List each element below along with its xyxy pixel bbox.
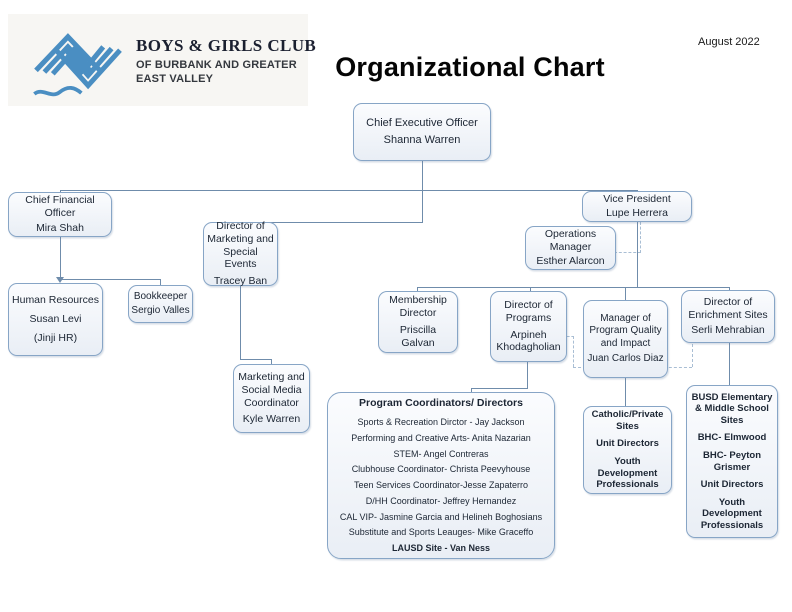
node-person: Susan Levi — [29, 313, 82, 326]
node-program-quality-manager: Manager of Program Quality and Impact Ju… — [583, 300, 668, 378]
coordinator-entry: Performing and Creative Arts- Anita Naza… — [351, 432, 531, 443]
connector-bookkeeper-stub — [160, 279, 161, 286]
dashed-vp-operations-vertical — [640, 222, 641, 253]
node-title: Manager of Program Quality and Impact — [589, 313, 662, 349]
site-line: Youth Development Professionals — [700, 496, 764, 531]
connector-ceo-down — [422, 161, 423, 190]
org-name: BOYS & GIRLS CLUB — [136, 36, 317, 55]
org-subtitle-1: OF BURBANK AND GREATER — [136, 59, 297, 71]
connector-membership-stub — [417, 287, 418, 292]
node-title: Vice President — [603, 193, 671, 206]
site-line: Unit Directors — [596, 438, 659, 450]
org-subtitle-2: EAST VALLEY — [136, 72, 214, 85]
node-catholic-private-sites: Catholic/Private Sites Unit Directors Yo… — [583, 406, 672, 494]
node-person: Juan Carlos Diaz — [587, 352, 664, 364]
node-title: Membership Director — [389, 294, 447, 320]
node-person: Arpineh Khodagholian — [496, 328, 561, 354]
connector-quality-down — [625, 378, 626, 407]
node-marketing-director: Director of Marketing and Special Events… — [203, 220, 278, 288]
connector-marketing-horizontal — [240, 222, 423, 223]
connector-marketing-elbow — [240, 359, 271, 360]
coordinator-footer: LAUSD Site - Van Ness — [391, 543, 491, 554]
site-line: BHC- Peyton Grismer — [702, 449, 762, 473]
connector-programs-down — [527, 362, 528, 388]
connector-ceo-down-2 — [422, 190, 423, 222]
site-line: Catholic/Private Sites — [591, 409, 664, 432]
node-title: Director of Marketing and Special Events — [207, 220, 274, 271]
connector-cfo-stub — [60, 190, 61, 193]
connector-coordinators-stub — [471, 388, 472, 393]
dashed-operations-link — [614, 252, 641, 253]
node-person: Tracey Ban — [213, 275, 268, 288]
node-busd-sites: BUSD Elementary & Middle School Sites BH… — [686, 385, 778, 538]
node-program-coordinators: Program Coordinators/ Directors Sports &… — [327, 392, 555, 559]
node-bookkeeper: Bookkeeper Sergio Valles — [128, 285, 193, 323]
coordinator-entry: Teen Services Coordinator-Jesse Zapaterr… — [353, 480, 529, 491]
site-line: Unit Directors — [700, 479, 764, 491]
coordinator-entry: Substitute and Sports Leauges- Mike Grac… — [348, 527, 534, 538]
connector-level1-horizontal — [60, 190, 638, 191]
date-label: August 2022 — [698, 36, 760, 48]
dashed-programs-link-down — [573, 336, 574, 367]
node-title: Marketing and Social Media Coordinator — [238, 370, 305, 409]
node-title: Program Coordinators/ Directors — [359, 396, 523, 409]
node-person: Priscilla Galvan — [399, 324, 437, 349]
connector-hr-bookkeeper-horizontal — [60, 279, 160, 280]
node-person: Esther Alarcon — [536, 255, 605, 268]
node-person: Kyle Warren — [242, 413, 301, 426]
connector-hr-arrowhead — [56, 277, 64, 283]
connector-marketing-down — [240, 286, 241, 359]
coordinator-entry: STEM- Angel Contreras — [393, 448, 489, 459]
node-director-of-programs: Director of Programs Arpineh Khodagholia… — [490, 291, 567, 362]
dashed-programs-link-start — [567, 336, 574, 337]
node-human-resources: Human Resources Susan Levi (Jinji HR) — [8, 283, 103, 356]
node-title: Director of Programs — [504, 298, 553, 324]
node-marketing-coordinator: Marketing and Social Media Coordinator K… — [233, 364, 310, 433]
page-title: Organizational Chart — [335, 52, 605, 82]
coordinator-entry: CAL VIP- Jasmine Garcia and Helineh Bogh… — [339, 511, 543, 522]
connector-vp-down — [637, 222, 638, 287]
node-title: Director of Enrichment Sites — [688, 295, 768, 321]
coordinator-entry: D/HH Coordinator- Jeffrey Hernandez — [365, 495, 517, 506]
interlocking-hands-icon — [22, 20, 134, 104]
node-operations-manager: Operations Manager Esther Alarcon — [525, 226, 616, 270]
node-membership-director: Membership Director Priscilla Galvan — [378, 291, 458, 353]
coordinator-entry: Sports & Recreation Dirctor - Jay Jackso… — [357, 417, 525, 428]
node-person: Shanna Warren — [383, 134, 461, 146]
node-cfo: Chief Financial Officer Mira Shah — [8, 192, 112, 237]
connector-enrichment-stub — [729, 287, 730, 291]
node-person: Serli Mehrabian — [691, 324, 765, 337]
connector-programs-stub — [530, 287, 531, 292]
connector-marketing-coordinator-stub — [271, 359, 272, 365]
logo-panel: BOYS & GIRLS CLUB OF BURBANK AND GREATER… — [8, 14, 317, 106]
node-person: Sergio Valles — [131, 304, 190, 316]
node-person: Lupe Herrera — [606, 207, 668, 219]
node-title: Chief Financial Officer — [25, 194, 95, 220]
node-title: Chief Executive Officer — [366, 116, 478, 129]
node-person: Mira Shah — [36, 221, 84, 234]
connector-cfo-down — [60, 237, 61, 279]
connector-quality-stub — [625, 287, 626, 300]
connector-enrichment-down — [729, 343, 730, 386]
site-line: BUSD Elementary & Middle School Sites — [691, 391, 773, 426]
site-line: Youth Development Professionals — [596, 456, 659, 491]
node-note: (Jinji HR) — [33, 331, 78, 344]
node-title: Bookkeeper — [133, 291, 188, 303]
dashed-enrichment-link-up — [692, 344, 693, 367]
coordinator-entry: Clubhouse Coordinator- Christa Peevyhous… — [351, 464, 531, 475]
node-vice-president: Vice President Lupe Herrera — [582, 191, 692, 222]
site-line: BHC- Elmwood — [697, 432, 767, 444]
logo-wordmark: BOYS & GIRLS CLUB OF BURBANK AND GREATER… — [136, 36, 317, 87]
node-enrichment-sites-director: Director of Enrichment Sites Serli Mehra… — [681, 290, 775, 343]
connector-level3-horizontal — [417, 287, 730, 288]
node-title: Human Resources — [12, 294, 99, 307]
connector-programs-elbow — [471, 388, 528, 389]
node-ceo: Chief Executive Officer Shanna Warren — [353, 103, 491, 161]
node-title: Operations Manager — [544, 227, 597, 253]
